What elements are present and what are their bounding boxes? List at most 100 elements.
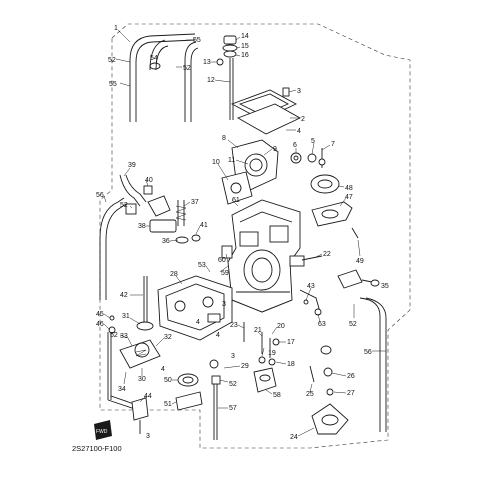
callout-42: 42	[120, 292, 143, 299]
forward-direction-marker: FWD	[94, 420, 112, 440]
figure-code: 2S27100-F100	[72, 444, 122, 453]
callout-46: 46	[96, 321, 111, 331]
svg-text:62: 62	[110, 332, 118, 339]
svg-text:55: 55	[193, 37, 201, 44]
float-bowl	[157, 275, 233, 341]
callout-52-mid: 52	[176, 65, 191, 72]
svg-text:46: 46	[96, 321, 104, 328]
callout-39: 39	[123, 162, 136, 177]
callout-2: 2	[290, 116, 305, 123]
callout-23: 23	[230, 322, 245, 329]
svg-text:50: 50	[164, 377, 172, 384]
callout-29: 29	[223, 363, 249, 370]
callout-51: 51	[164, 401, 177, 408]
svg-text:13: 13	[203, 59, 211, 66]
svg-text:6: 6	[293, 142, 297, 149]
svg-text:34: 34	[118, 386, 126, 393]
callout-54: 54	[150, 55, 159, 63]
callout-55-top: 55	[186, 37, 201, 44]
callout-22: 22	[315, 251, 331, 258]
svg-text:48: 48	[345, 185, 353, 192]
pump-assembly	[119, 276, 161, 369]
callout-1: 1	[114, 25, 118, 32]
jet-parts	[175, 359, 221, 440]
callout-25: 25	[306, 383, 314, 398]
svg-text:43: 43	[307, 283, 315, 290]
svg-text:52: 52	[349, 321, 357, 328]
callout-52-right: 52	[349, 304, 357, 328]
svg-text:3: 3	[222, 301, 226, 308]
svg-text:4: 4	[297, 128, 301, 135]
callout-30: 30	[138, 368, 146, 383]
svg-text:45: 45	[96, 311, 104, 318]
svg-text:22: 22	[323, 251, 331, 258]
vent-hose-group	[129, 33, 199, 122]
callout-17: 17	[278, 339, 295, 346]
svg-text:19: 19	[268, 350, 276, 357]
top-cover	[230, 87, 301, 135]
svg-text:11: 11	[228, 157, 235, 164]
callout-50: 50	[164, 377, 178, 384]
svg-text:29: 29	[241, 363, 249, 370]
choke-plunger	[119, 174, 171, 217]
svg-text:21: 21	[254, 327, 262, 334]
svg-text:55: 55	[109, 81, 117, 88]
callout-4-b: 4	[161, 366, 165, 373]
callout-34: 34	[118, 371, 127, 393]
callout-47: 47	[339, 194, 353, 207]
callout-26: 26	[331, 372, 355, 380]
accelerator-pump-fitting	[301, 255, 380, 289]
svg-text:54: 54	[150, 55, 158, 62]
svg-text:31: 31	[122, 313, 130, 320]
bottom-cover	[311, 403, 349, 435]
callout-10: 10	[212, 159, 229, 181]
svg-text:4: 4	[216, 332, 220, 339]
callout-3-b: 3	[222, 301, 226, 308]
callout-3-c: 3	[231, 353, 235, 360]
svg-text:49: 49	[356, 258, 364, 265]
svg-text:12: 12	[207, 77, 215, 84]
right-hose	[359, 297, 387, 432]
svg-text:17: 17	[287, 339, 295, 346]
svg-text:23: 23	[230, 322, 238, 329]
adjusting-screws	[243, 322, 280, 366]
svg-text:52: 52	[108, 57, 116, 64]
svg-text:56: 56	[364, 349, 372, 356]
callout-43: 43	[305, 283, 315, 301]
throttle-valve	[221, 139, 279, 205]
callout-28: 28	[170, 271, 183, 285]
svg-text:25: 25	[306, 391, 314, 398]
callout-4: 4	[286, 128, 301, 135]
callout-49: 49	[356, 239, 364, 265]
left-hose	[99, 197, 127, 300]
svg-text:7: 7	[331, 141, 335, 148]
callout-44: 44	[139, 393, 152, 403]
svg-text:10: 10	[212, 159, 220, 166]
carburetor-body	[221, 199, 305, 313]
svg-text:5: 5	[311, 138, 315, 145]
callout-4-d: 4	[196, 319, 200, 326]
top-cap-stack	[216, 35, 238, 120]
svg-text:3: 3	[231, 353, 235, 360]
svg-text:52: 52	[120, 202, 128, 209]
svg-text:61: 61	[232, 197, 240, 204]
svg-text:53: 53	[198, 262, 206, 269]
callout-41: 41	[195, 222, 208, 235]
svg-text:35: 35	[381, 283, 389, 290]
callout-14: 14	[235, 33, 249, 41]
callout-45: 45	[96, 311, 111, 319]
svg-text:39: 39	[128, 162, 136, 169]
callout-57: 57	[218, 405, 237, 412]
svg-text:60: 60	[218, 257, 226, 264]
callout-9: 9	[263, 146, 277, 156]
svg-text:57: 57	[229, 405, 237, 412]
callout-56-left: 56	[96, 192, 107, 203]
svg-text:56: 56	[96, 192, 104, 199]
callout-16: 16	[235, 52, 249, 59]
fwd-label: FWD	[96, 429, 108, 435]
callout-37: 37	[183, 199, 199, 207]
callout-27: 27	[333, 390, 355, 397]
svg-text:40: 40	[145, 177, 153, 184]
svg-text:36: 36	[162, 238, 170, 245]
svg-text:47: 47	[345, 194, 353, 201]
